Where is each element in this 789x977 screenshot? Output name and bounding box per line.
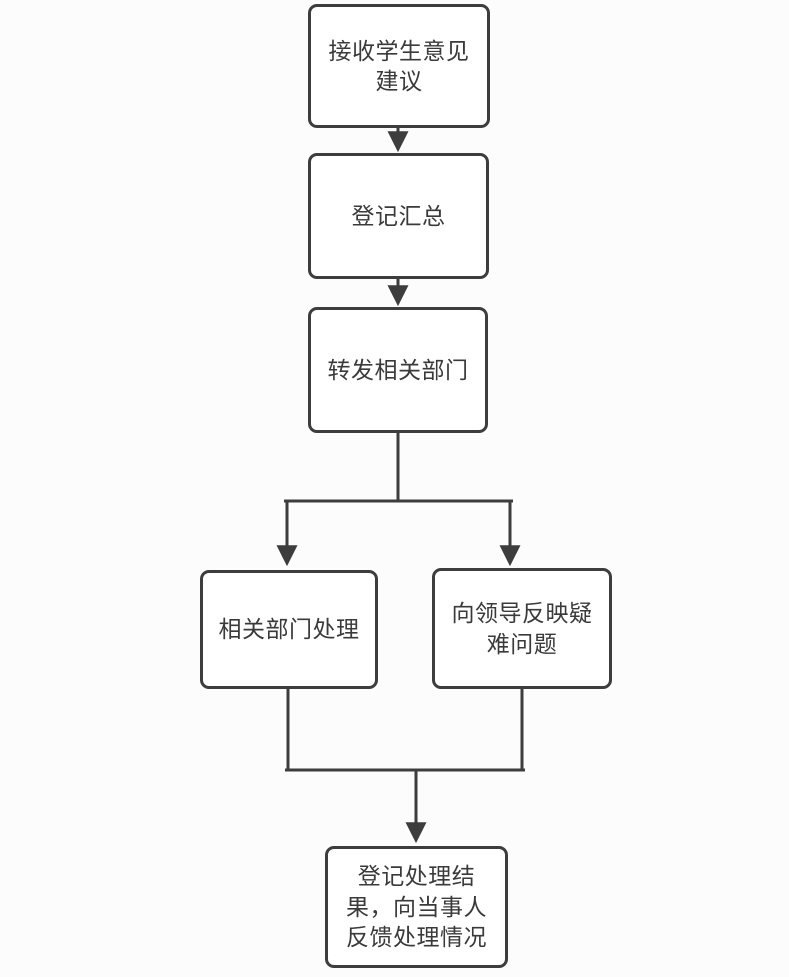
node-record-feedback: 登记处理结 果，向当事人 反馈处理情况 — [325, 846, 508, 968]
node-dept-handle-label: 相关部门处理 — [218, 616, 360, 643]
node-register: 登记汇总 — [308, 153, 489, 279]
node-forward: 转发相关部门 — [308, 307, 488, 433]
node-receive-label: 接收学生意见 建议 — [328, 37, 470, 94]
node-dept-handle: 相关部门处理 — [200, 570, 378, 689]
node-receive: 接收学生意见 建议 — [308, 4, 490, 128]
node-forward-label: 转发相关部门 — [327, 356, 469, 383]
node-record-feedback-label: 登记处理结 果，向当事人 反馈处理情况 — [346, 863, 487, 951]
node-report-leaders-label: 向领导反映疑 难问题 — [451, 600, 593, 657]
node-report-leaders: 向领导反映疑 难问题 — [432, 568, 612, 689]
node-register-label: 登记汇总 — [351, 202, 446, 229]
